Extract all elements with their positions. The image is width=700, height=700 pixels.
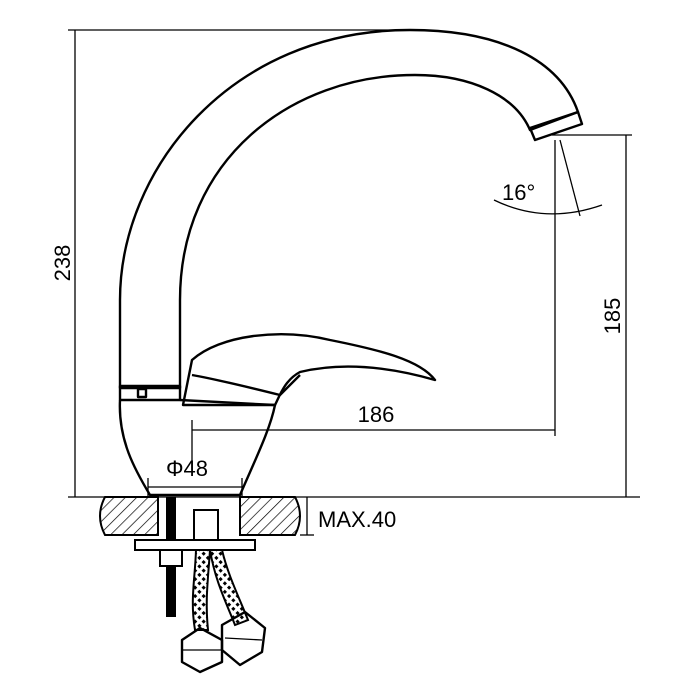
label-185: 185 [600,298,625,335]
countertop-left [99,496,159,536]
label-max40: MAX.40 [318,507,396,532]
label-16-degrees: 16° [502,180,535,205]
collar-screw [136,387,148,399]
dimension-max40: MAX.40 [300,497,396,536]
supply-hoses [180,549,267,674]
aerator [528,110,584,142]
dimension-238: 238 [50,29,420,497]
dimension-186: 186 [191,140,556,470]
dimension-16-degrees: 16° [493,139,603,217]
lever-handle [181,333,437,407]
faucet-body [118,398,277,497]
label-186: 186 [358,402,395,427]
spout-collar [118,384,182,402]
spout [118,28,580,390]
label-phi48: Φ48 [166,456,208,481]
handle-cartridge [191,373,301,397]
countertop-right [239,496,301,536]
label-238: 238 [50,245,75,282]
dimension-185: 185 [552,134,632,497]
dimension-phi48: Φ48 [147,456,243,497]
